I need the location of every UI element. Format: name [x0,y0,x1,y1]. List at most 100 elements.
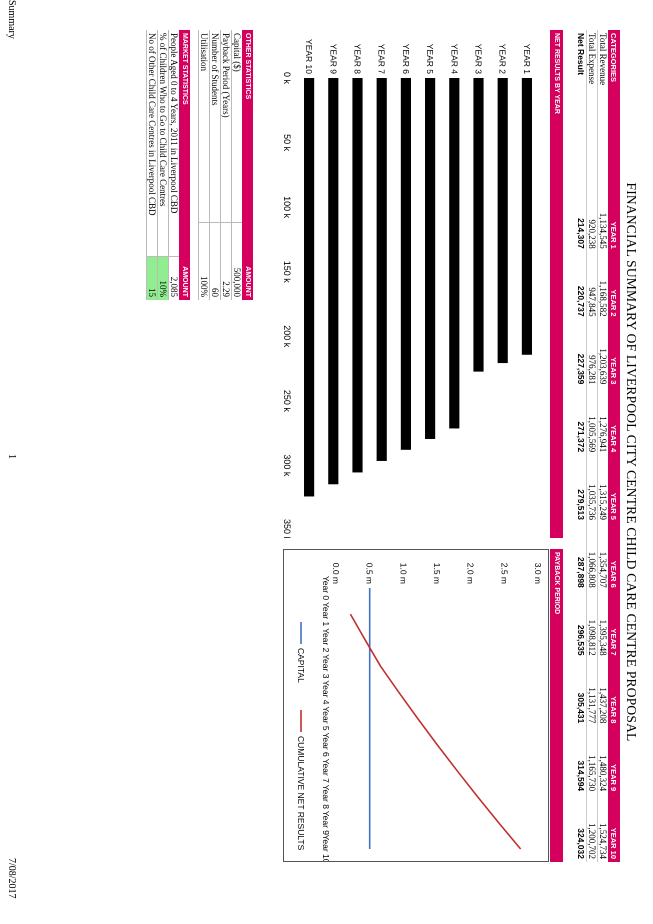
table-cell: 1,005,569 [586,387,598,456]
header-cell: YEAR 7 [608,590,620,659]
x-tick-label: Year 0 [321,576,331,601]
x-tick-label: 50 k [282,134,292,152]
header-cell: YEAR 9 [608,726,620,795]
category-label: YEAR 2 [498,44,508,75]
footer-date: 7/08/2017 [6,858,17,899]
bar [425,78,436,439]
table-row: % of Children Who to Go to Child Care Ce… [157,30,169,300]
bar [521,78,532,355]
header-cell: YEAR 5 [608,455,620,523]
table-row: People Aged 0 to 4 Years, 2011 in Liverp… [168,30,179,300]
table-cell: 214,307 [576,218,586,249]
category-label: YEAR 9 [328,44,338,75]
bar [328,78,339,485]
x-tick-label: Year 3 [321,654,331,679]
table-row: Payback Period (Years)2.29 [220,30,232,300]
x-tick-label: Year 8 [321,785,331,810]
x-tick-label: 200 k [282,325,292,348]
table-cell: 279,513 [576,489,586,520]
table-cell: 1,524,734 [597,794,608,862]
y-tick-label: 0.5 m [365,563,375,584]
bar [497,78,508,364]
bar [400,78,411,450]
bar [376,78,387,461]
category-label: YEAR 5 [425,44,435,75]
table-cell: 324,032 [576,828,586,859]
payback-header: PAYBACK PERIOD [550,549,563,862]
net-results-header: NET RESULTS BY YEAR [550,30,563,538]
table-cell: 1,134,545 [597,184,608,252]
market-statistics-table: MARKET STATISTICS AMOUNT People Aged 0 t… [146,30,190,300]
table-cell: 296,535 [576,624,586,656]
market-stats-amount-header: AMOUNT [179,256,190,300]
stat-label: Payback Period (Years) [220,30,232,223]
legend-label: CUMULATIVE NET RESULTS [296,736,306,851]
other-stats-amount-header: AMOUNT [242,222,253,300]
y-tick-label: 1.5 m [432,563,442,584]
category-label: YEAR 7 [377,44,387,75]
table-cell: 220,737 [576,285,586,317]
y-tick-label: 3.0 m [533,563,543,584]
stat-value: 60 [209,222,221,300]
table-cell: Total Revenue [597,30,608,184]
y-tick-label: 1.0 m [398,563,408,584]
header-cell: YEAR 10 [608,794,620,862]
x-tick-label: 150 k [282,261,292,284]
footer-page-number: 1 [6,454,17,459]
x-tick-label: 300 k [282,454,292,477]
table-cell: 1,131,777 [586,658,598,727]
table-cell: Total Expense [586,30,598,184]
series-line [349,613,522,850]
header-cell: YEAR 2 [608,251,620,320]
table-row: No of Other Child Care Centres in Liverp… [146,30,158,300]
table-cell: 305,431 [576,692,586,724]
table-cell: 1,066,808 [586,522,598,591]
stat-value: 10% [157,256,169,300]
x-tick-label: Year 4 [321,680,331,705]
table-row: Total Expense 920,238 947,845 976,281 1,… [586,30,598,862]
header-cell: YEAR 3 [608,319,620,388]
table-cell: 1,395,348 [597,590,608,659]
header-cell: YEAR 8 [608,658,620,727]
table-cell: 1,200,702 [586,794,598,862]
y-tick-label: 0.0 m [331,563,341,584]
other-stats-header: OTHER STATISTICS [242,30,253,223]
table-cell: 314,594 [576,760,586,792]
bar [304,78,315,497]
x-tick-label: Year 1 [321,602,331,627]
stat-label: No of Other Child Care Centres in Liverp… [146,30,158,257]
x-tick-label: 100 k [282,196,292,219]
table-cell: 1,203,639 [597,319,608,388]
stat-label: People Aged 0 to 4 Years, 2011 in Liverp… [168,30,179,257]
market-stats-header: MARKET STATISTICS [179,30,190,257]
table-cell: 1,315,249 [597,455,608,523]
category-label: YEAR 6 [401,44,411,75]
table-cell: 287,898 [576,557,586,588]
stat-value: 100% [198,222,210,300]
stat-label: Utilisation [198,30,210,223]
table-cell: Net Result [576,33,586,76]
category-label: YEAR 1 [522,44,532,75]
stat-label: % of Children Who to Go to Child Care Ce… [157,30,169,257]
table-row: Total Revenue 1,134,545 1,168,582 1,203,… [597,30,608,862]
table-cell: 1,035,736 [586,455,598,523]
table-cell: 1,098,812 [586,590,598,659]
table-row: Net Result 214,307 220,737 227,359 271,3… [576,30,587,862]
x-tick-label: Year 10 [321,835,331,862]
footer-left: Summary [6,0,17,39]
x-tick-label: Year 2 [321,628,331,653]
legend-label: CAPITAL [296,648,306,683]
category-label: YEAR 10 [304,39,314,74]
x-tick-label: 250 k [282,390,292,413]
table-cell: 1,354,707 [597,522,608,591]
x-tick-label: 0 k [282,72,292,85]
header-cell: YEAR 6 [608,522,620,591]
bar [473,78,484,372]
category-label: YEAR 3 [474,44,484,75]
